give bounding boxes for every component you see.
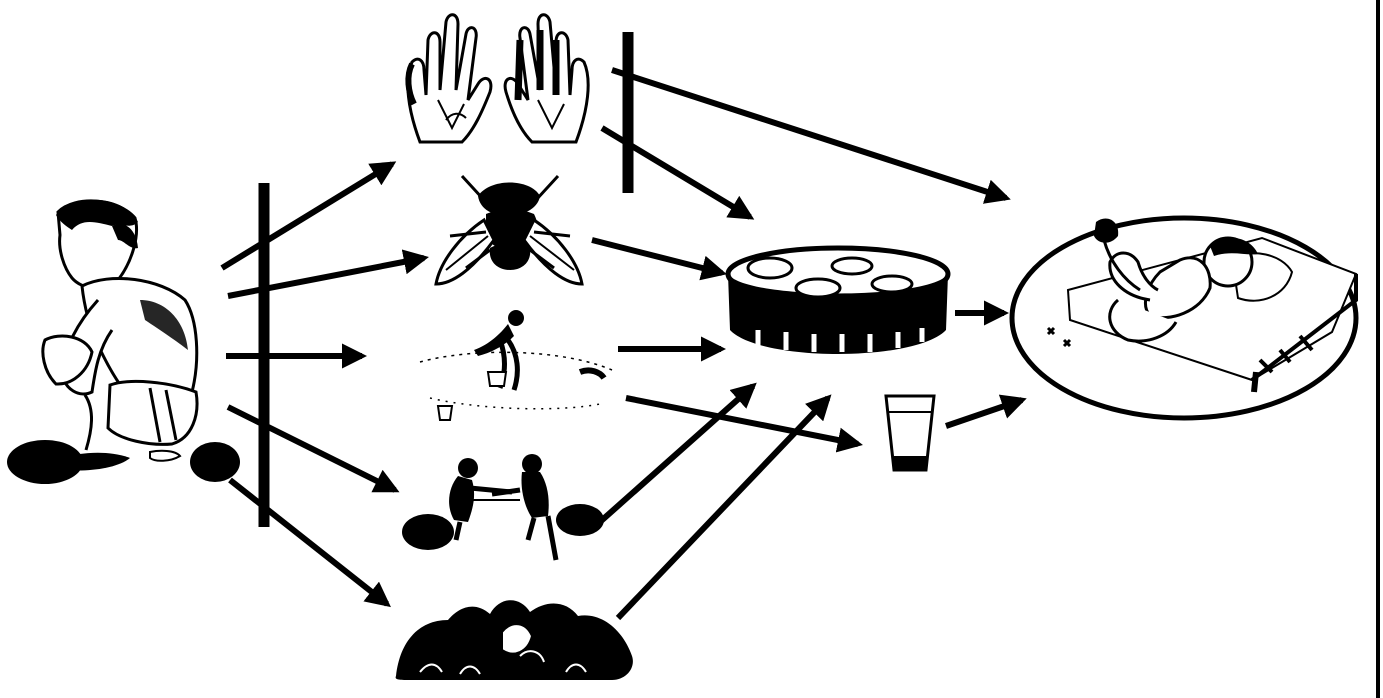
- fly-icon: [436, 176, 582, 284]
- water-glass-icon: [886, 396, 934, 470]
- field-water-icon: [420, 310, 612, 420]
- arrow-fly-to-food: [592, 240, 722, 273]
- arrows-from-source: [222, 164, 424, 604]
- arrow-water-to-child: [946, 400, 1022, 426]
- arrow-crops-to-food: [618, 398, 828, 618]
- arrow-hands-to-child: [612, 70, 1006, 198]
- children-playing-icon: [402, 454, 604, 560]
- arrows-to-child: [946, 313, 1022, 426]
- sick-child-icon: [1012, 218, 1356, 418]
- hands-icon: [408, 15, 588, 142]
- arrow-source-to-soil: [228, 407, 395, 490]
- arrow-source-to-fly: [228, 258, 424, 296]
- arrows-from-hands: [602, 70, 1006, 217]
- food-icon: [728, 248, 948, 354]
- arrow-source-to-hands: [222, 164, 392, 268]
- arrow-source-to-crops: [230, 480, 387, 604]
- person-defecating-icon: [7, 200, 240, 484]
- crops-icon: [396, 600, 633, 680]
